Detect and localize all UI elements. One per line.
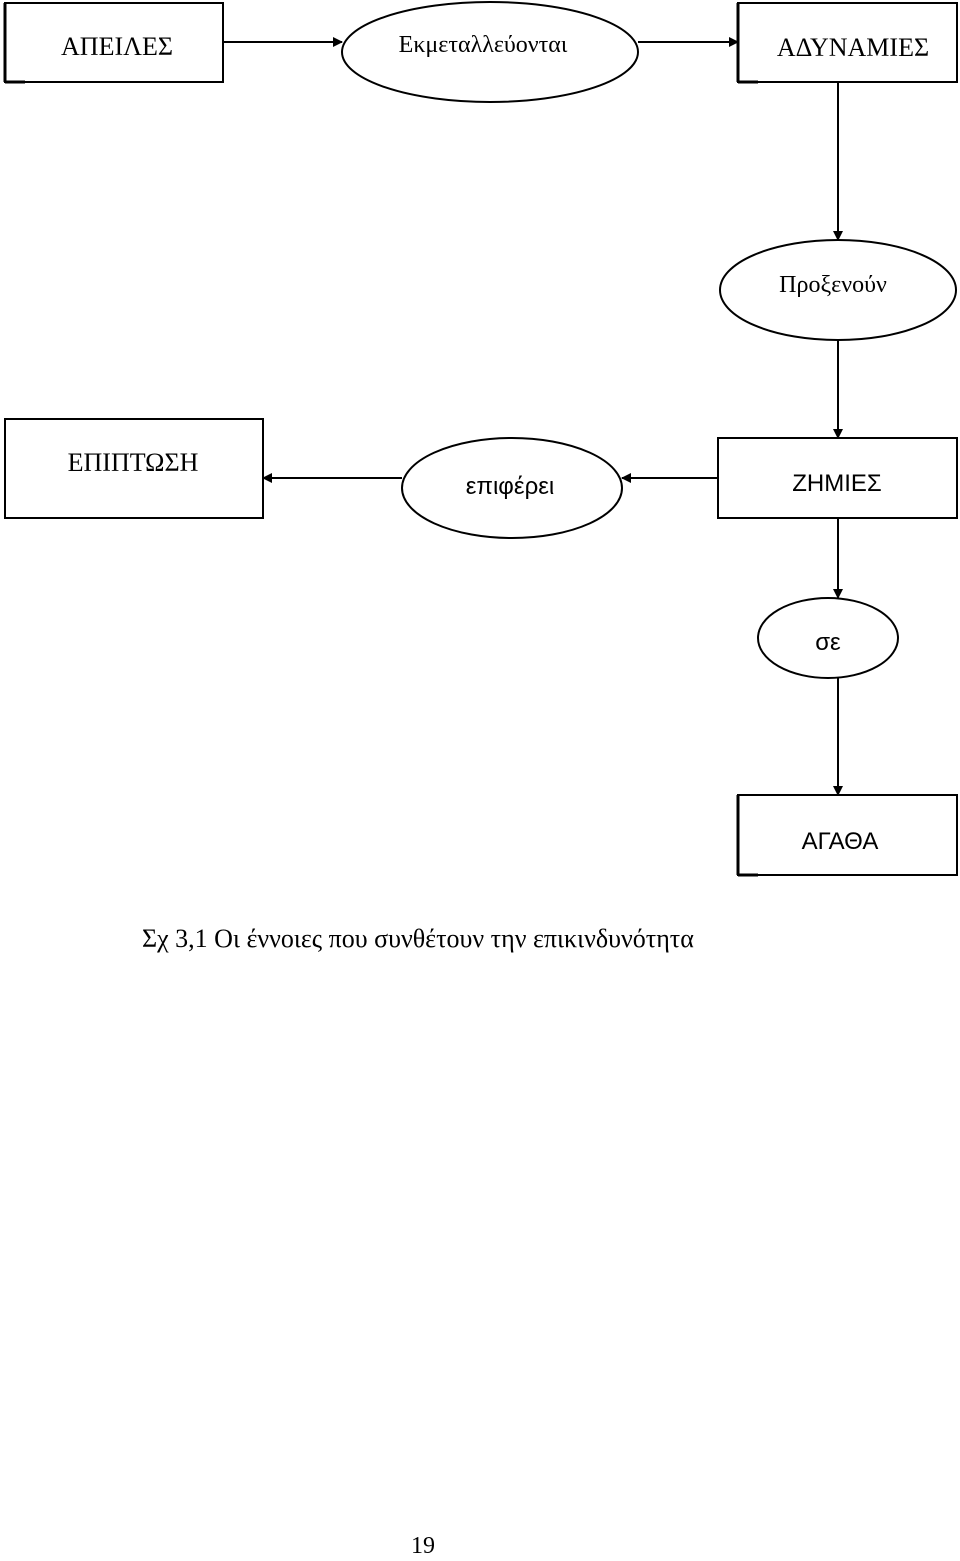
figure-caption: Σχ 3,1 Οι έννοιες που συνθέτουν την επικ… [142, 924, 694, 953]
cause-oval: Προξενούν [719, 239, 957, 341]
brings-label: επιφέρει [466, 473, 555, 500]
page-number: 19 [411, 1533, 435, 1559]
impact-label: ΕΠΙΠΤΩΣΗ [68, 448, 199, 477]
damages-label: ΖΗΜΙΕΣ [792, 470, 882, 497]
impact-box: ΕΠΙΠΤΩΣΗ [4, 418, 264, 519]
vulnerabilities-box: ΑΔΥΝΑΜΙΕΣ [736, 2, 958, 84]
exploit-oval: Εκμεταλλεύονται [341, 1, 639, 103]
assets-label: ΑΓΑΘΑ [802, 828, 879, 855]
risk-concepts-diagram: ΑΠΕΙΛΕΣ Εκμεταλλεύονται ΑΔΥΝΑΜΙΕΣ Προξεν… [3, 1, 958, 877]
threats-label: ΑΠΕΙΛΕΣ [61, 32, 173, 61]
vulnerabilities-label: ΑΔΥΝΑΜΙΕΣ [777, 33, 929, 62]
threats-box: ΑΠΕΙΛΕΣ [3, 2, 224, 84]
exploit-label: Εκμεταλλεύονται [399, 32, 568, 58]
in-oval: σε [757, 597, 899, 679]
connectors [223, 37, 843, 796]
in-label: σε [815, 629, 841, 656]
brings-oval: επιφέρει [401, 437, 623, 539]
cause-label: Προξενούν [779, 272, 887, 298]
damages-box: ΖΗΜΙΕΣ [717, 437, 958, 519]
assets-box: ΑΓΑΘΑ [736, 794, 958, 877]
